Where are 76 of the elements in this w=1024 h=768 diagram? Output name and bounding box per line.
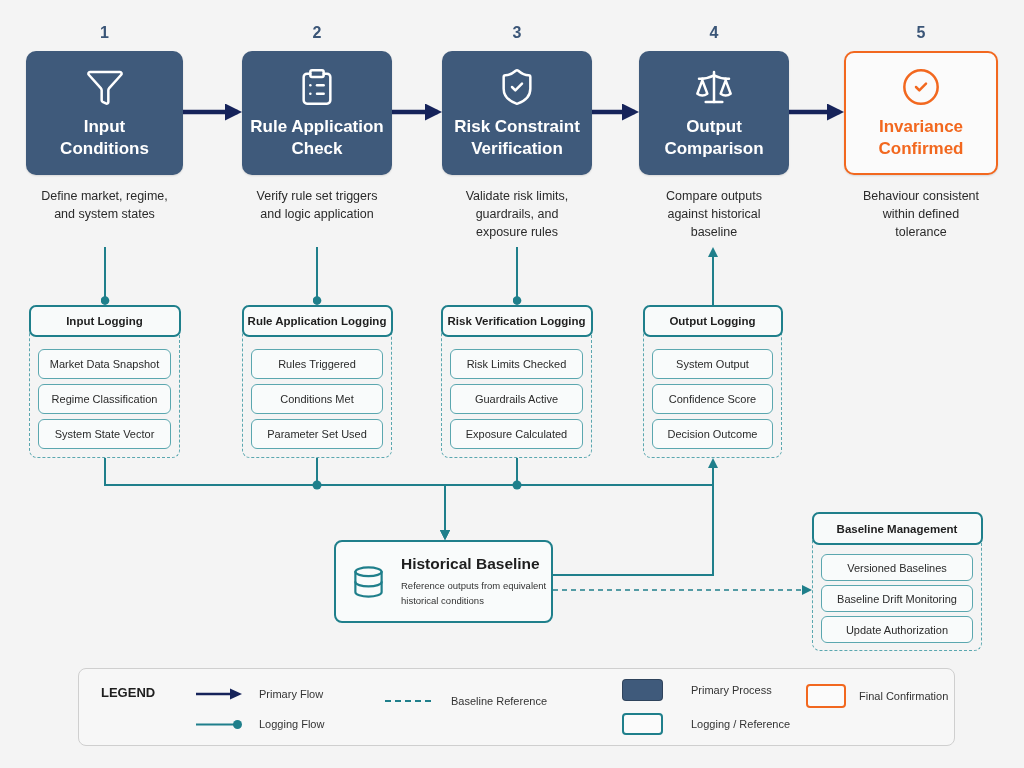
group-title: Baseline Management (836, 522, 958, 535)
step-description: Compare outputs against historical baseline (665, 188, 763, 241)
entry-label: Market Data Snapshot (49, 358, 160, 370)
step-number: 2 (312, 24, 322, 42)
step-title: Risk Constraint Verification (453, 116, 581, 160)
log-entry (251, 349, 383, 379)
legend-label: Logging Flow (259, 718, 325, 730)
entry-label: Conditions Met (280, 393, 354, 405)
entry-label: Exposure Calculated (465, 428, 568, 440)
dashed-group (29, 305, 180, 458)
group-title: Risk Verification Logging (447, 315, 586, 327)
step-number: 3 (512, 24, 522, 42)
legend-label: Baseline Reference (451, 695, 547, 707)
log-entry (450, 349, 583, 379)
log-entry (821, 616, 973, 643)
step-title: Invariance Confirmed (877, 116, 965, 160)
dot-connector (100, 246, 110, 306)
step-title: Output Comparison (663, 116, 765, 160)
legend-title: LEGEND (101, 685, 156, 700)
panel-description: Reference outputs from equivalent historical conditions (401, 579, 548, 608)
dashed-group (441, 305, 592, 458)
arrow (183, 103, 242, 121)
step-number: 5 (916, 24, 926, 42)
arrow (440, 457, 518, 540)
legend-label: Final Confirmation (859, 690, 949, 702)
log-entry (450, 384, 583, 414)
dashed-group (812, 512, 982, 651)
log-entry (652, 419, 773, 449)
group-title: Output Logging (669, 315, 756, 327)
step-description: Verify rule set triggers and logic application (255, 188, 379, 223)
log-entry (821, 554, 973, 581)
dashed-arrow (552, 585, 812, 595)
log-entry (652, 384, 773, 414)
log-entry (38, 349, 171, 379)
entry-label: System Output (676, 358, 749, 370)
entry-label: Risk Limits Checked (466, 358, 567, 370)
log-entry (821, 585, 973, 612)
entry-label: Decision Outcome (667, 428, 758, 440)
entry-label: Confidence Score (668, 393, 757, 405)
log-entry (38, 384, 171, 414)
log-entry (38, 419, 171, 449)
entry-label: Parameter Set Used (267, 428, 367, 440)
entry-label: Guardrails Active (474, 393, 559, 405)
panel-title: Historical Baseline (401, 555, 540, 573)
arrow (592, 103, 639, 121)
step-number: 4 (709, 24, 719, 42)
entry-label: System State Vector (54, 428, 155, 440)
dashed-group (643, 305, 782, 458)
log-entry (251, 384, 383, 414)
entry-label: Regime Classification (51, 393, 158, 405)
arrow (392, 103, 442, 121)
group-title: Rule Application Logging (247, 315, 387, 327)
entry-label: Versioned Baselines (847, 561, 947, 574)
legend-label: Primary Flow (259, 688, 324, 700)
arrow (708, 247, 718, 306)
log-entry (450, 419, 583, 449)
log-entry (251, 419, 383, 449)
baseline-panel (334, 540, 553, 623)
step-description: Define market, regime, and system states (40, 188, 169, 223)
arrow (789, 103, 844, 121)
step-number: 1 (100, 24, 109, 42)
entry-label: Baseline Drift Monitoring (837, 592, 957, 605)
legend-label: Logging / Reference (691, 718, 791, 730)
entry-label: Update Authorization (845, 623, 949, 636)
group-title: Input Logging (66, 315, 143, 327)
dot-connector (312, 246, 322, 306)
arrow (552, 458, 718, 576)
legend-label: Primary Process (691, 684, 772, 696)
entry-label: Rules Triggered (278, 358, 356, 370)
step-title: Rule Application Check (249, 116, 385, 160)
dot-connector (512, 246, 522, 306)
step-title: Input Conditions (59, 116, 150, 160)
step-description: Behaviour consistent within defined tolerance (861, 188, 980, 241)
step-description: Validate risk limits, guardrails, and exposure rules (464, 188, 570, 241)
dashed-group (242, 305, 392, 458)
log-entry (652, 349, 773, 379)
